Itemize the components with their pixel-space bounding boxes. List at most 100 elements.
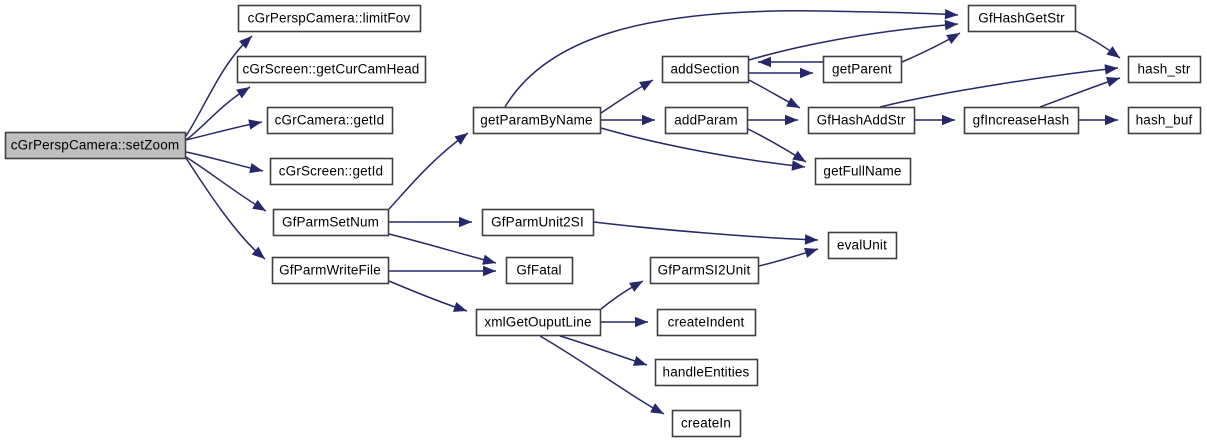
arrowhead-icon (758, 56, 771, 68)
graph-node-xmlgetouputline[interactable]: xmlGetOuputLine (475, 308, 602, 337)
arrowhead-icon (944, 8, 958, 20)
graph-node-gffatal[interactable]: GfFatal (505, 256, 574, 285)
node-label: getFullName (823, 164, 901, 179)
call-edge (504, 10, 959, 108)
graph-node-hash_buf[interactable]: hash_buf (1127, 106, 1202, 135)
graph-node-setzoom[interactable]: cGrPerspCamera::setZoom (4, 131, 187, 160)
node-box[interactable] (664, 106, 749, 135)
node-box[interactable] (967, 4, 1077, 33)
node-box[interactable] (1127, 106, 1202, 135)
arrowhead-icon (629, 281, 643, 292)
graph-node-getparent[interactable]: getParent (822, 55, 903, 84)
node-box[interactable] (269, 157, 394, 186)
arrowhead-icon (944, 19, 958, 31)
graph-node-addparam[interactable]: addParam (664, 106, 749, 135)
graph-node-gfincreasehash[interactable]: gfIncreaseHash (963, 106, 1080, 135)
node-box[interactable] (266, 106, 394, 135)
graph-node-gfhashaddstr[interactable]: GfHashAddStr (807, 106, 916, 135)
graph-node-getparambyname[interactable]: getParamByName (472, 106, 602, 135)
node-box[interactable] (481, 208, 595, 237)
node-box[interactable] (272, 208, 390, 237)
arrowhead-icon (252, 199, 266, 211)
node-box[interactable] (649, 256, 760, 285)
arrowhead-icon (251, 246, 265, 259)
node-label: cGrPerspCamera::setZoom (11, 138, 180, 153)
graph-node-hash_str[interactable]: hash_str (1127, 55, 1202, 84)
node-label: GfHashAddStr (817, 113, 906, 128)
arrowhead-icon (650, 403, 664, 414)
node-box[interactable] (271, 256, 390, 285)
arrowhead-icon (639, 80, 653, 91)
arrowhead-icon (482, 254, 496, 265)
node-label: gfIncreaseHash (973, 113, 1070, 128)
arrowhead-icon (785, 114, 798, 126)
node-box[interactable] (671, 409, 742, 438)
node-box[interactable] (505, 256, 574, 285)
node-label: GfParmSetNum (282, 215, 379, 230)
node-label: getParamByName (480, 113, 592, 128)
node-label: createIndent (668, 315, 745, 330)
graph-node-handleentities[interactable]: handleEntities (654, 358, 759, 387)
call-edge (388, 233, 497, 264)
node-box[interactable] (822, 55, 903, 84)
call-edge (388, 132, 469, 210)
node-box[interactable] (963, 106, 1080, 135)
node-box[interactable] (807, 106, 916, 135)
arrowhead-icon (804, 247, 818, 258)
graph-node-gfparmunit2si[interactable]: GfParmUnit2SI (481, 208, 595, 237)
call-edge (559, 335, 648, 366)
graph-node-addsection[interactable]: addSection (661, 55, 750, 84)
node-box[interactable] (237, 4, 422, 33)
node-box[interactable] (827, 231, 898, 260)
call-edge (593, 221, 819, 241)
arrowhead-icon (633, 356, 647, 366)
graph-node-getfullname[interactable]: getFullName (814, 157, 912, 186)
node-box[interactable] (475, 308, 602, 337)
graph-node-limitfov[interactable]: cGrPerspCamera::limitFov (237, 4, 422, 33)
node-label: GfParmWriteFile (279, 263, 381, 278)
call-edge (539, 335, 665, 415)
arrowhead-icon (942, 114, 955, 126)
node-label: hash_str (1138, 62, 1191, 77)
graph-node-createindent[interactable]: createIndent (656, 308, 757, 337)
call-edge (748, 23, 959, 61)
graph-node-cameragetid[interactable]: cGrCamera::getId (266, 106, 394, 135)
node-box[interactable] (814, 157, 912, 186)
node-box[interactable] (656, 308, 757, 337)
graph-node-gfhashgetstr[interactable]: GfHashGetStr (967, 4, 1077, 33)
graph-node-gfparmsi2unit[interactable]: GfParmSI2Unit (649, 256, 760, 285)
node-label: GfParmSI2Unit (658, 263, 751, 278)
graph-node-gfparmsetnum[interactable]: GfParmSetNum (272, 208, 390, 237)
arrowhead-icon (483, 265, 496, 277)
node-box[interactable] (4, 131, 187, 160)
graph-node-gfparmwritefile[interactable]: GfParmWriteFile (271, 256, 390, 285)
node-box[interactable] (236, 55, 427, 84)
arrowhead-icon (635, 316, 648, 328)
node-box[interactable] (1127, 55, 1202, 84)
node-label: createIn (681, 416, 731, 431)
node-box[interactable] (661, 55, 750, 84)
call-edge (879, 67, 1119, 108)
arrowhead-icon (248, 119, 262, 130)
arrowhead-icon (791, 160, 805, 171)
node-label: getParent (832, 62, 892, 77)
graph-node-getcurcamhead[interactable]: cGrScreen::getCurCamHead (236, 55, 427, 84)
arrowhead-icon (642, 114, 655, 126)
arrowhead-icon (786, 97, 800, 108)
node-label: addSection (670, 62, 739, 77)
edge-layer (185, 8, 1121, 415)
arrowhead-icon (800, 67, 813, 79)
arrowhead-icon (454, 133, 468, 145)
graph-node-createin[interactable]: createIn (671, 409, 742, 438)
graph-node-evalunit[interactable]: evalUnit (827, 231, 898, 260)
node-layer: cGrPerspCamera::setZoom cGrPerspCamera::l… (4, 4, 1202, 438)
arrowhead-icon (453, 301, 467, 312)
arrowhead-icon (792, 150, 806, 162)
node-box[interactable] (654, 358, 759, 387)
call-edge (185, 35, 253, 137)
graph-node-screengetid[interactable]: cGrScreen::getId (269, 157, 394, 186)
node-box[interactable] (472, 106, 602, 135)
call-edge (600, 127, 806, 168)
